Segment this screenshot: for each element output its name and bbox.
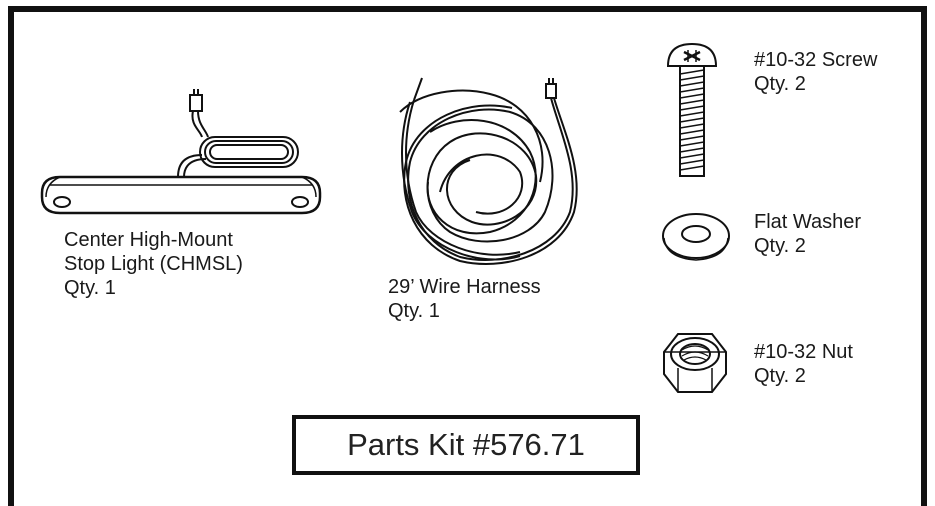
screw-qty: Qty. 2 <box>754 73 806 95</box>
screw-icon <box>666 42 718 177</box>
flat-washer-icon <box>662 213 730 261</box>
harness-label: 29’ Wire Harness Qty. 1 <box>388 275 541 323</box>
nut-qty: Qty. 2 <box>754 365 806 387</box>
harness-qty: Qty. 1 <box>388 300 440 322</box>
chmsl-qty: Qty. 1 <box>64 277 116 299</box>
screw-name: #10-32 Screw <box>754 49 878 71</box>
chmsl-name-line2: Stop Light (CHMSL) <box>64 253 243 275</box>
kit-title-box: Parts Kit #576.71 <box>292 415 640 475</box>
wire-harness-icon <box>399 77 578 265</box>
washer-qty: Qty. 2 <box>754 235 806 257</box>
harness-name: 29’ Wire Harness <box>388 276 541 298</box>
nut-label: #10-32 Nut Qty. 2 <box>754 340 853 388</box>
kit-title: Parts Kit #576.71 <box>347 427 585 462</box>
stop-light-icon <box>40 89 322 215</box>
chmsl-name-line1: Center High-Mount <box>64 229 233 251</box>
nut-name: #10-32 Nut <box>754 341 853 363</box>
washer-label: Flat Washer Qty. 2 <box>754 210 861 258</box>
hex-nut-icon <box>663 333 727 393</box>
screw-label: #10-32 Screw Qty. 2 <box>754 48 877 96</box>
chmsl-label: Center High-Mount Stop Light (CHMSL) Qty… <box>64 228 243 300</box>
washer-name: Flat Washer <box>754 211 862 233</box>
diagram-frame <box>8 6 927 506</box>
